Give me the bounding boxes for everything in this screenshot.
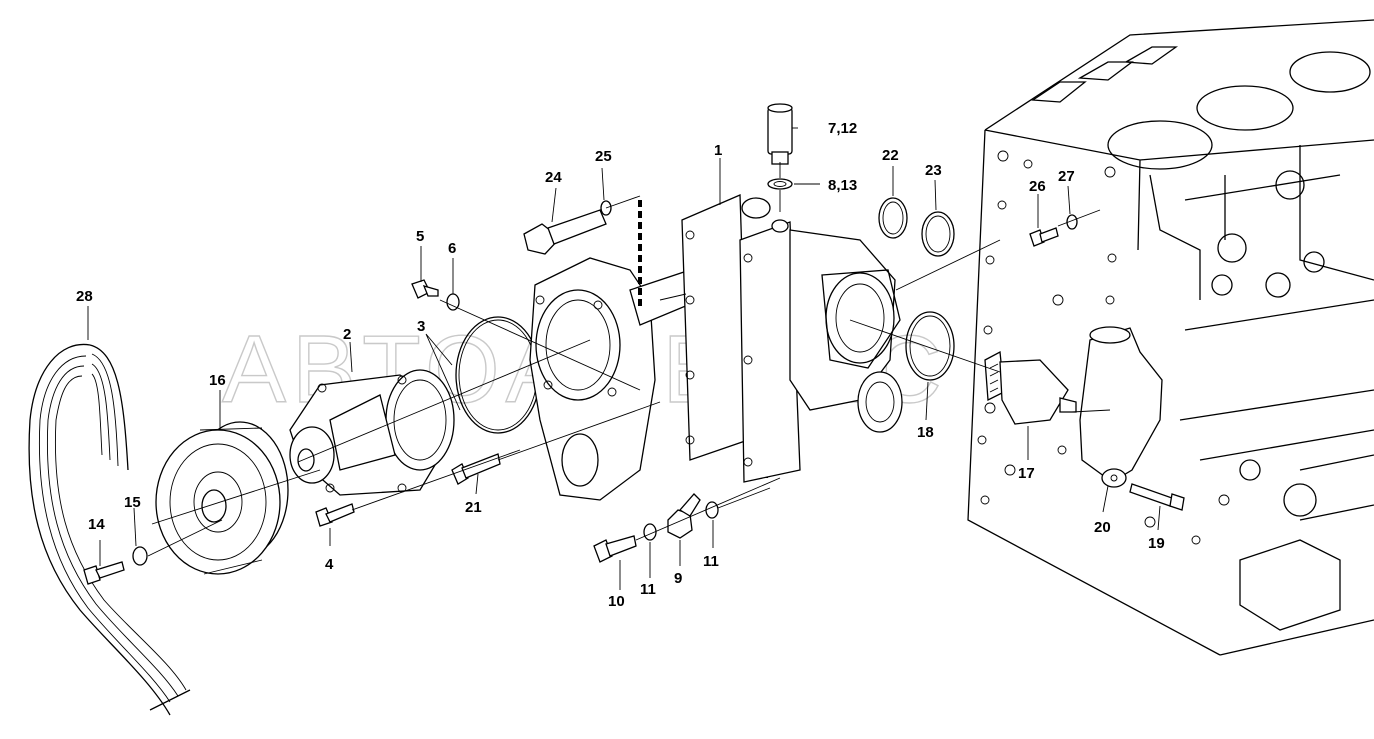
o-ring-23 xyxy=(921,211,955,257)
callout-labels: 28 2 3 4 5 6 7,12 8,13 9 10 11 11 14 15 … xyxy=(76,120,1165,610)
o-ring-22 xyxy=(878,197,908,239)
callout-15: 15 xyxy=(124,494,141,511)
pump-housing xyxy=(529,257,701,501)
banjo-fitting xyxy=(667,493,701,539)
callout-4: 4 xyxy=(325,556,334,573)
thermostat-housing xyxy=(681,194,903,483)
callout-25: 25 xyxy=(595,148,612,165)
callout-2: 2 xyxy=(343,326,351,343)
bolt-19 xyxy=(1129,483,1185,511)
callout-17: 17 xyxy=(1018,465,1035,482)
callout-14: 14 xyxy=(88,516,105,533)
thermostat xyxy=(984,350,1077,425)
callout-6: 6 xyxy=(448,240,456,257)
callout-26: 26 xyxy=(1029,178,1046,195)
callout-27: 27 xyxy=(1058,168,1075,185)
callout-10: 10 xyxy=(608,593,625,610)
o-ring-18 xyxy=(905,311,955,381)
washer-11b xyxy=(705,501,719,519)
washer-27 xyxy=(1066,214,1078,230)
callout-28: 28 xyxy=(76,288,93,305)
washer-plug xyxy=(767,178,793,190)
callout-20: 20 xyxy=(1094,519,1111,536)
callout-8-13: 8,13 xyxy=(828,177,857,194)
pulley xyxy=(155,421,289,575)
callout-11a: 11 xyxy=(640,581,656,598)
bolt-26 xyxy=(1029,227,1059,247)
callout-19: 19 xyxy=(1148,535,1165,552)
callout-1: 1 xyxy=(714,142,722,159)
callout-16: 16 xyxy=(209,372,226,389)
callout-18: 18 xyxy=(917,424,934,441)
callout-23: 23 xyxy=(925,162,942,179)
callout-3: 3 xyxy=(417,318,425,335)
water-pump xyxy=(289,369,455,496)
temperature-sensor xyxy=(523,209,607,255)
engine-block xyxy=(967,19,1374,656)
bolt-4 xyxy=(315,503,355,527)
bolt-21 xyxy=(451,453,501,485)
callout-9: 9 xyxy=(674,570,682,587)
leader-lines xyxy=(87,127,1161,590)
callout-22: 22 xyxy=(882,147,899,164)
assembly-lines xyxy=(147,162,1111,557)
washer-11a xyxy=(643,523,657,541)
washer-15 xyxy=(132,546,148,566)
callout-5: 5 xyxy=(416,228,424,245)
plug xyxy=(767,103,793,165)
poly-v-belt xyxy=(28,343,191,716)
water-outlet-elbow xyxy=(1079,326,1163,488)
callout-7-12: 7,12 xyxy=(828,120,857,137)
bolt-10 xyxy=(593,535,637,563)
callout-21: 21 xyxy=(465,499,482,516)
bolt-5 xyxy=(411,279,439,299)
callout-11b: 11 xyxy=(703,553,719,570)
callout-24: 24 xyxy=(545,169,562,186)
bolt-14 xyxy=(83,561,125,585)
